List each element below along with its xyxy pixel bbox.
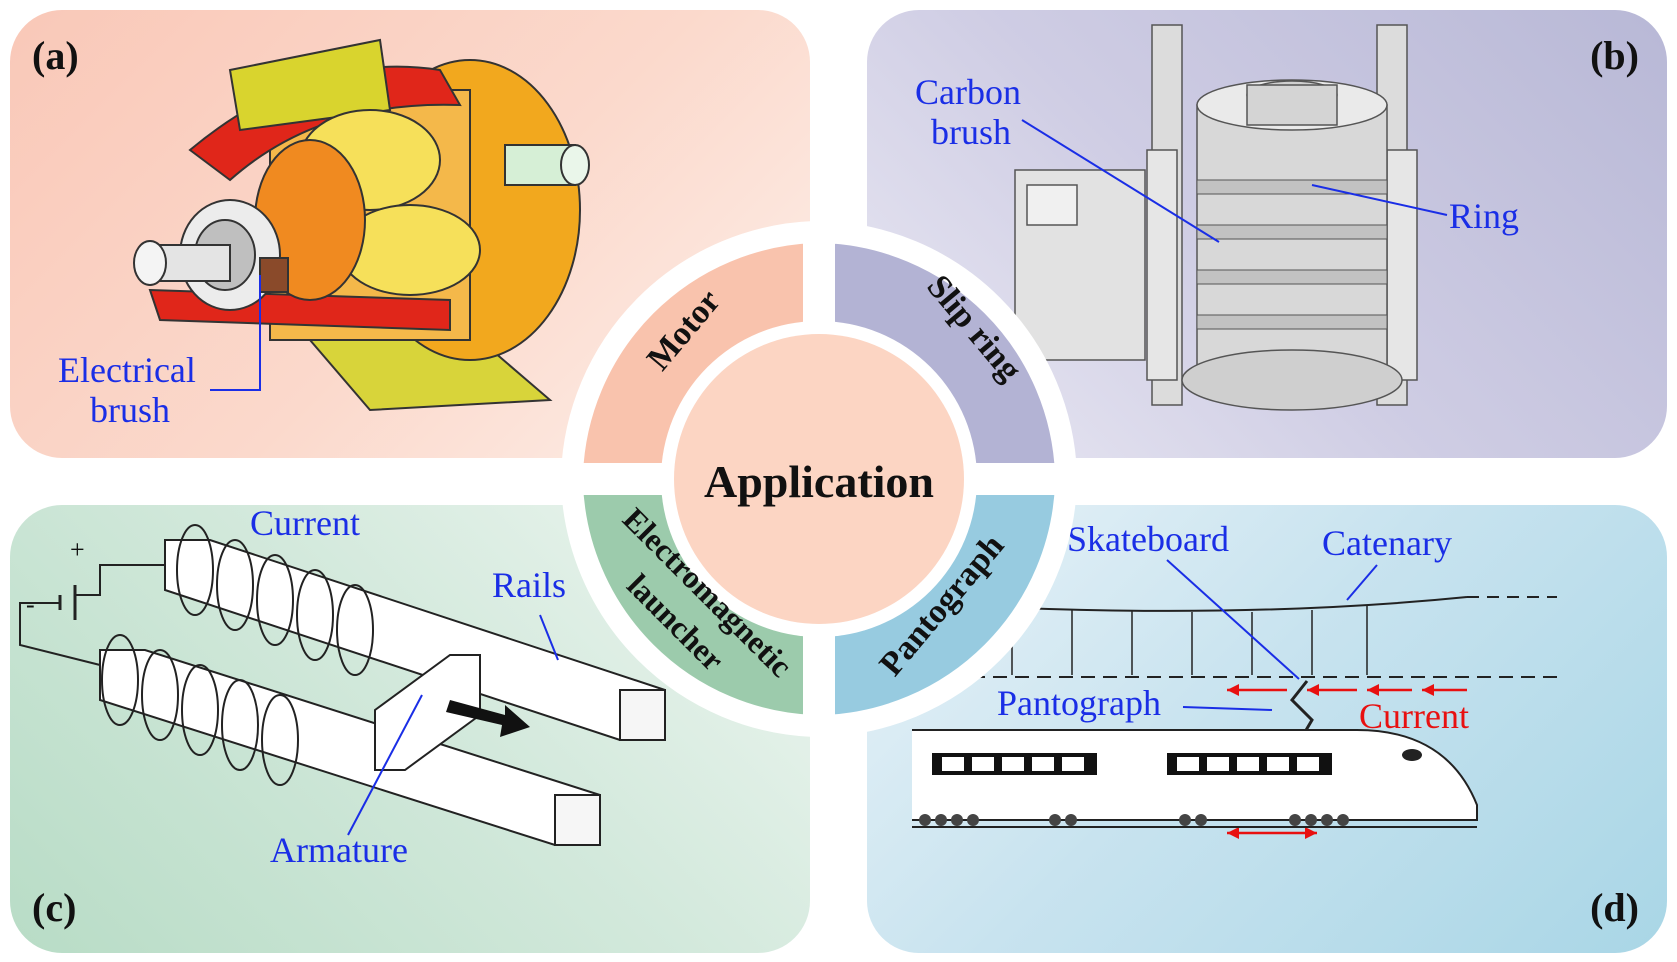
current-label-c: Current (250, 505, 360, 543)
panel-b-label: (b) (1590, 33, 1639, 78)
rails-label: Rails (492, 565, 567, 605)
skateboard-label: Skateboard (1067, 519, 1229, 559)
panel-a-label: (a) (32, 33, 79, 78)
armature-label: Armature (270, 830, 408, 870)
pantograph-label: Pantograph (997, 683, 1161, 723)
carbon-brush-label-line2: brush (931, 112, 1011, 152)
electrical-brush-label-line2: brush (90, 390, 170, 430)
train-illustration (912, 559, 1557, 839)
motor-illustration (133, 38, 590, 412)
center-title: Application (704, 456, 934, 507)
launcher-illustration (19, 524, 666, 846)
current-label-d: Current (1359, 696, 1469, 736)
catenary-label: Catenary (1322, 523, 1452, 563)
slip-ring-illustration (1014, 24, 1448, 411)
minus-terminal: - (26, 590, 35, 619)
panel-motor: (a) Electrical brush (10, 10, 810, 458)
plus-terminal: + (70, 535, 85, 564)
panel-slip-ring: (b) Carbon brush Ring (867, 10, 1667, 458)
carbon-brush-label-line1: Carbon (915, 72, 1021, 112)
panel-d-label: (d) (1590, 885, 1639, 930)
ring-label: Ring (1449, 196, 1520, 236)
electrical-brush-label-line1: Electrical (58, 350, 196, 390)
panel-c-label: (c) (32, 885, 77, 930)
center-circle (674, 334, 964, 624)
